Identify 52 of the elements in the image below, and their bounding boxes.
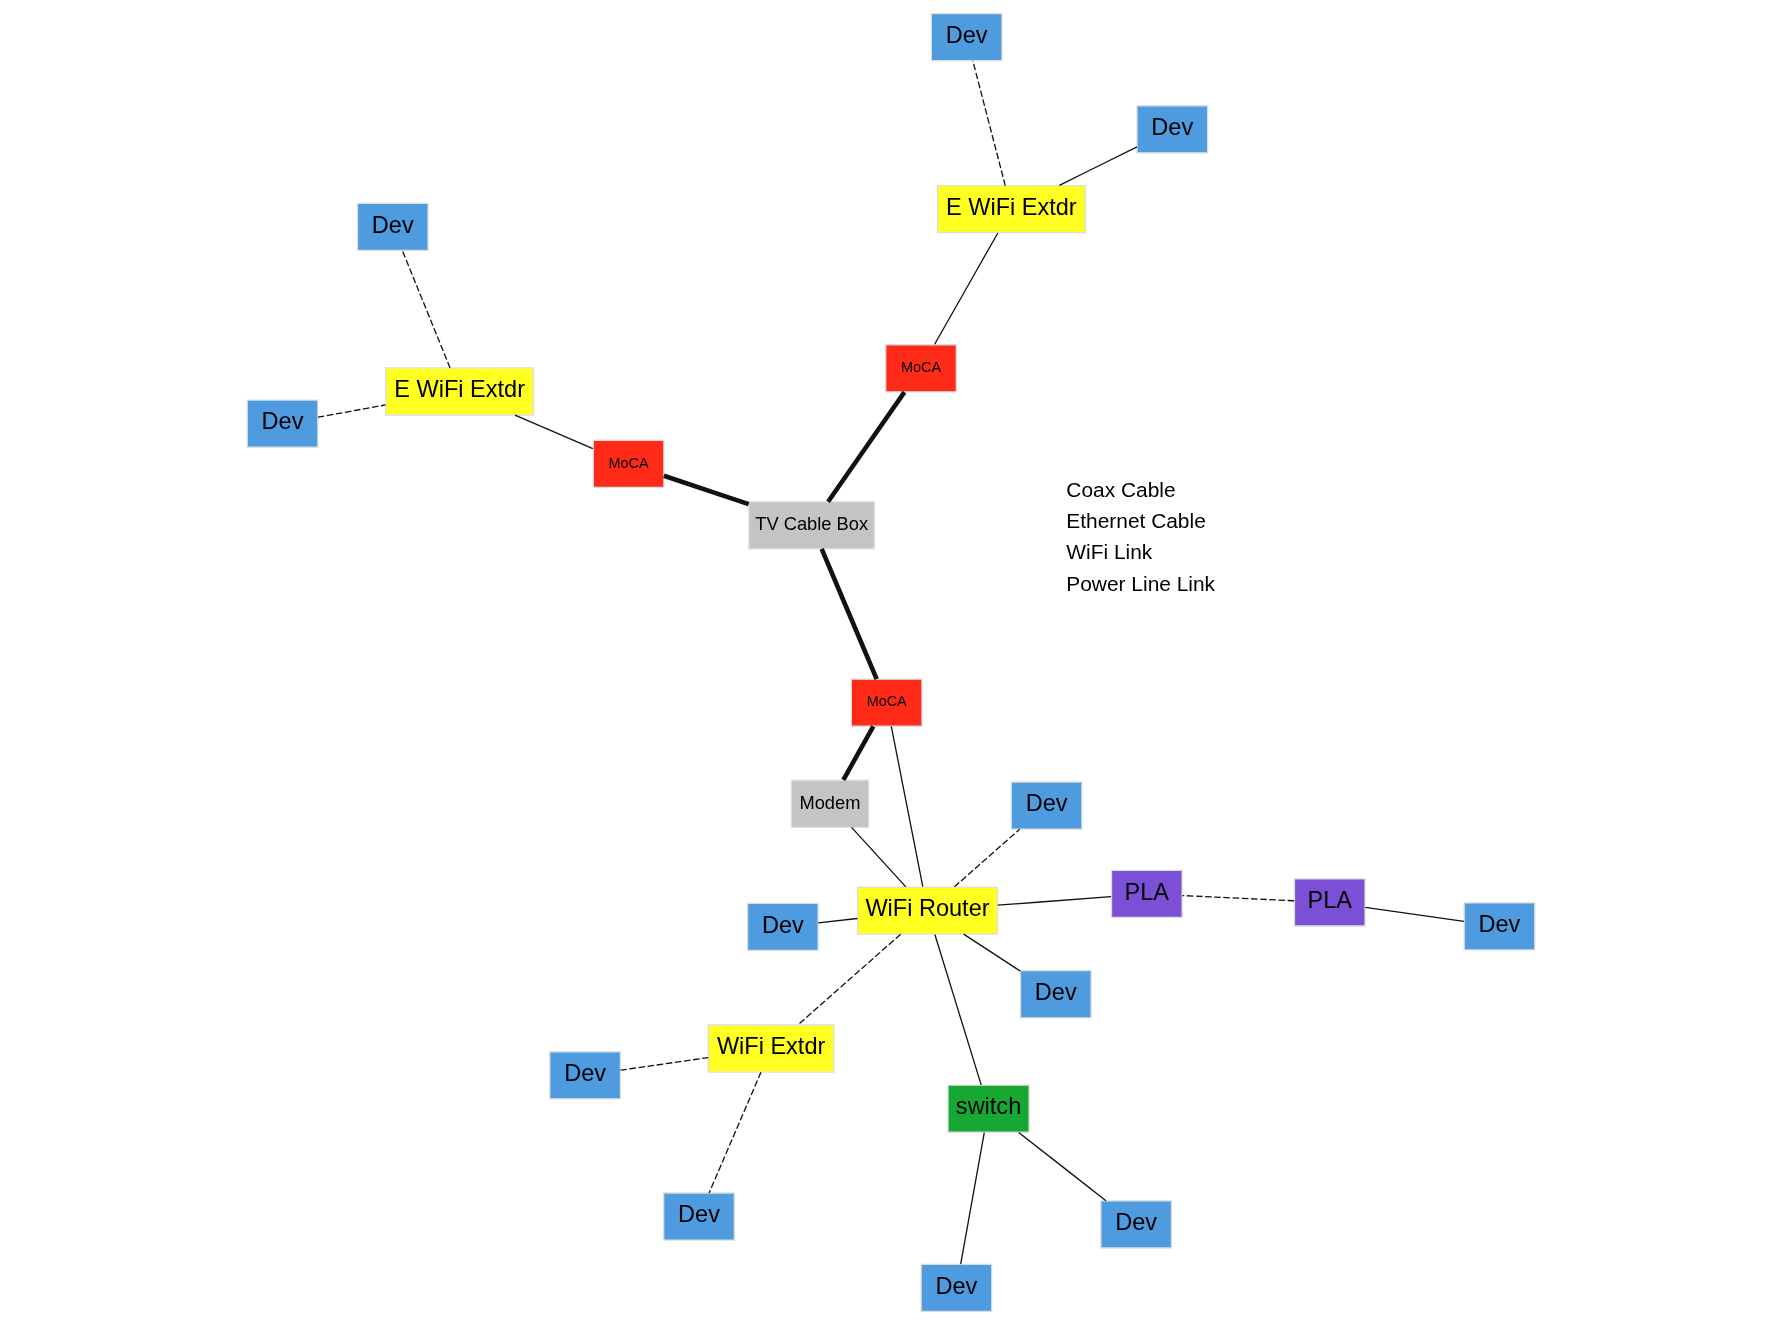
connector	[960, 1131, 985, 1265]
connector	[1018, 1131, 1107, 1202]
connector	[963, 933, 1022, 972]
node-box: Dev	[930, 12, 1003, 62]
connector	[972, 60, 1006, 187]
connector	[514, 414, 594, 450]
node-box: Dev	[1100, 1200, 1173, 1249]
node-box: Dev	[663, 1192, 735, 1241]
connector	[663, 473, 750, 507]
legend-label: WiFi Link	[1066, 540, 1153, 564]
connector	[797, 933, 902, 1026]
connector	[819, 548, 879, 680]
node-box: switch	[947, 1084, 1030, 1133]
connector	[708, 1071, 762, 1194]
node-box: MoCA	[850, 678, 923, 727]
node-box: PLA	[1110, 869, 1183, 919]
node-box: Dev	[356, 202, 429, 252]
node-box: WiFi Extdr	[707, 1024, 835, 1073]
connector	[1181, 894, 1295, 902]
node-box: Dev	[549, 1051, 622, 1100]
connector	[933, 232, 999, 345]
connector	[826, 390, 907, 504]
connector	[817, 917, 859, 924]
node-box: Dev	[1010, 781, 1083, 830]
connector	[850, 826, 907, 888]
connector	[997, 895, 1112, 906]
node-box: TV Cable Box	[748, 501, 876, 550]
node-box: Dev	[746, 902, 819, 952]
node-box: Dev	[1019, 970, 1092, 1019]
connector	[953, 828, 1021, 888]
connector	[934, 933, 982, 1086]
node-box: Dev	[1136, 105, 1209, 154]
connector	[841, 725, 876, 781]
node-box: PLA	[1293, 878, 1366, 927]
node-box: Dev	[1463, 902, 1536, 951]
node-box: Modem	[790, 779, 870, 828]
connector	[1058, 146, 1138, 186]
node-box: WiFi Router	[856, 886, 999, 935]
connector	[1364, 906, 1465, 923]
connector	[401, 249, 451, 369]
node-box: MoCA	[592, 439, 665, 489]
legend-label: Ethernet Cable	[1066, 509, 1206, 533]
connector	[890, 725, 924, 888]
legend-label: Power Line Link	[1066, 571, 1216, 595]
node-box: E WiFi Extdr	[385, 367, 535, 416]
node-box: MoCA	[885, 344, 957, 393]
connector	[317, 404, 387, 418]
legend-label: Coax Cable	[1066, 477, 1176, 501]
node-box: Dev	[920, 1263, 993, 1313]
connector	[619, 1056, 709, 1071]
node-box: Dev	[246, 399, 319, 448]
node-box: E WiFi Extdr	[936, 184, 1086, 234]
